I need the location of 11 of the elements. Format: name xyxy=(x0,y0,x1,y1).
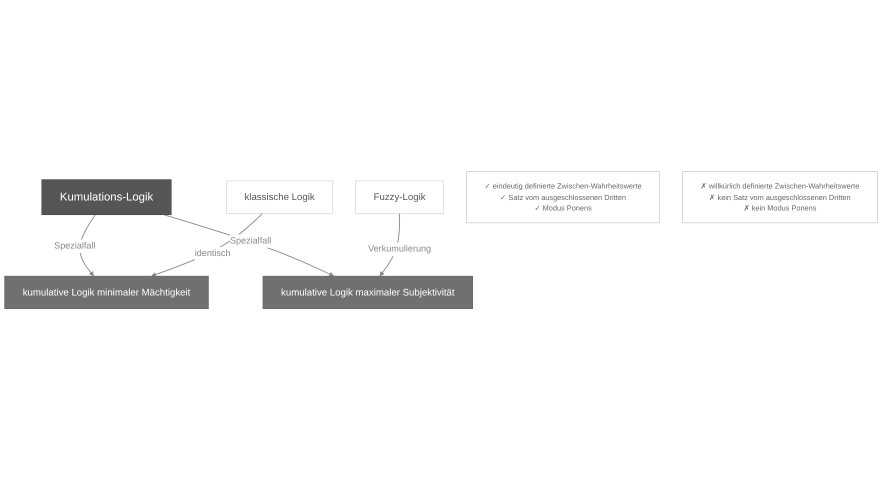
node-box: Fuzzy-Logik xyxy=(355,180,444,214)
arrow xyxy=(151,212,263,277)
edge-label: Spezialfall xyxy=(54,241,96,251)
edge-label: Spezialfall xyxy=(230,236,272,246)
edge-label: identisch xyxy=(194,248,231,258)
node-box: kumulative Logik minimaler Mächtigkeit xyxy=(4,276,209,309)
arrow xyxy=(164,214,334,276)
edge-label: Verkumulierung xyxy=(368,244,432,254)
node-box: klassische Logik xyxy=(226,180,334,214)
node-box: kumulative Logik maximaler Subjektivität xyxy=(262,276,474,309)
node-box: Kumulations-Logik xyxy=(41,179,172,215)
